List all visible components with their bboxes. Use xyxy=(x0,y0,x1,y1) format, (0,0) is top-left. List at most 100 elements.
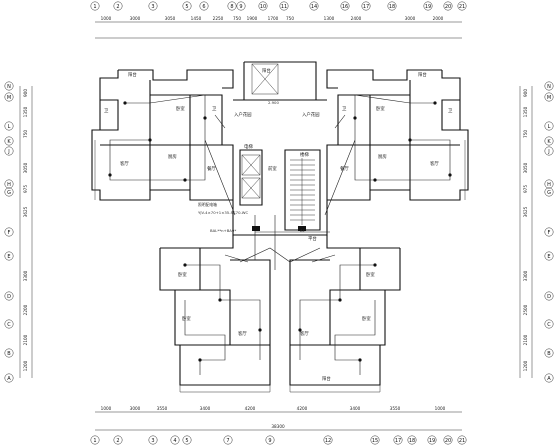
dim-top: 750 xyxy=(233,16,241,21)
dim-left: 3050 xyxy=(23,162,28,173)
svg-text:14: 14 xyxy=(311,4,317,10)
svg-text:9: 9 xyxy=(268,438,271,444)
svg-text:C: C xyxy=(547,322,551,328)
svg-text:12: 12 xyxy=(325,438,331,444)
axis-bubble-left: N xyxy=(4,81,14,91)
dim-left: 975 xyxy=(23,185,28,193)
room-label: 厨房 xyxy=(168,153,177,160)
dim-bottom: 3000 xyxy=(130,406,141,411)
room-label: 客厅 xyxy=(120,160,129,167)
svg-text:20: 20 xyxy=(445,438,451,444)
axis-bubble-left: F xyxy=(4,227,14,237)
axis-bubble-left: A xyxy=(4,373,14,383)
dim-top: 1300 xyxy=(324,16,335,21)
axis-bubble-bottom: 5 xyxy=(182,435,192,445)
axis-bubble-right: L xyxy=(544,121,554,131)
dim-left: 3300 xyxy=(23,270,28,281)
room-label: 卧室 xyxy=(176,105,185,112)
room-label: 前室 xyxy=(268,165,277,172)
axis-bubble-left: K xyxy=(4,136,14,146)
dim-left: 1200 xyxy=(23,360,28,371)
axis-bubble-right: M xyxy=(544,92,554,102)
svg-text:2: 2 xyxy=(116,4,119,10)
svg-text:B: B xyxy=(547,351,551,357)
dim-left: 750 xyxy=(23,130,28,138)
svg-text:F: F xyxy=(8,230,11,236)
axis-bubble-left: J xyxy=(4,146,14,156)
svg-text:K: K xyxy=(547,139,551,145)
axis-bubble-bottom: 18 xyxy=(407,435,417,445)
dim-right: 750 xyxy=(523,130,528,138)
room-label: 卧室 xyxy=(366,271,375,278)
axis-top: 1 2 3 5 6 8 9 10 11 14 16 17 18 19 20 21… xyxy=(90,1,467,39)
dim-top: 2400 xyxy=(351,16,362,21)
dim-right: 3050 xyxy=(523,162,528,173)
axis-bubble-top: 6 xyxy=(199,1,209,11)
dim-left: 2100 xyxy=(23,334,28,345)
axis-bubble-bottom: 21 xyxy=(457,435,467,445)
svg-text:6: 6 xyxy=(202,4,205,10)
svg-text:3: 3 xyxy=(151,4,154,10)
room-label: 餐厅 xyxy=(340,165,349,172)
axis-bubble-top: 5 xyxy=(182,1,192,11)
svg-text:4: 4 xyxy=(173,438,176,444)
dim-bottom: 1000 xyxy=(101,406,112,411)
axis-bubble-top: 21 xyxy=(457,1,467,11)
dim-bottom: 4200 xyxy=(297,406,308,411)
room-label: 阳台 xyxy=(262,67,271,74)
svg-text:N: N xyxy=(547,84,551,90)
axis-bubble-top: 8 xyxy=(227,1,237,11)
svg-text:J: J xyxy=(7,149,9,155)
dim-left: 900 xyxy=(23,89,28,97)
svg-text:16: 16 xyxy=(342,4,348,10)
svg-text:F: F xyxy=(548,230,551,236)
axis-bubble-right: C xyxy=(544,319,554,329)
dim-left: 2200 xyxy=(23,304,28,315)
axis-bubble-bottom: 20 xyxy=(443,435,453,445)
svg-text:E: E xyxy=(547,254,550,260)
dim-left: 3625 xyxy=(23,206,28,217)
svg-text:15: 15 xyxy=(372,438,378,444)
axis-bubble-top: 16 xyxy=(340,1,350,11)
svg-text:21: 21 xyxy=(459,438,465,444)
svg-text:17: 17 xyxy=(395,438,401,444)
svg-text:J: J xyxy=(547,149,549,155)
dim-top: 750 xyxy=(286,16,294,21)
axis-bubble-left: G xyxy=(4,187,14,197)
axis-bubble-right: N xyxy=(544,81,554,91)
meter-box-label: AL xyxy=(300,228,306,233)
fixtures xyxy=(108,101,452,362)
axis-bubble-bottom: 1 xyxy=(90,435,100,445)
svg-text:10: 10 xyxy=(260,4,266,10)
level-mark: 2.900 xyxy=(268,100,279,105)
room-label: 客厅 xyxy=(300,330,309,337)
axis-bubble-right: K xyxy=(544,136,554,146)
svg-text:9: 9 xyxy=(239,4,242,10)
dim-top: 3050 xyxy=(165,16,176,21)
dim-right: 975 xyxy=(523,185,528,193)
room-label: 电梯 xyxy=(244,143,253,150)
axis-bubble-bottom: 17 xyxy=(393,435,403,445)
dim-right: 3625 xyxy=(523,206,528,217)
svg-text:M: M xyxy=(547,95,551,101)
svg-text:C: C xyxy=(7,322,11,328)
dim-top: 1000 xyxy=(101,16,112,21)
dim-top: 3000 xyxy=(130,16,141,21)
room-label: 楼梯 xyxy=(300,151,309,158)
meter-box-label: BAL**n+BA9* xyxy=(210,228,236,233)
dim-top: 1450 xyxy=(191,16,202,21)
svg-text:G: G xyxy=(7,190,11,196)
svg-text:5: 5 xyxy=(185,4,188,10)
axis-bubble-top: 2 xyxy=(113,1,123,11)
room-label: 卧室 xyxy=(376,105,385,112)
svg-text:M: M xyxy=(7,95,11,101)
axis-bubble-top: 17 xyxy=(361,1,371,11)
dim-right: 900 xyxy=(523,89,528,97)
axis-bottom: 1000 3000 3550 3400 4200 4200 3400 3550 … xyxy=(90,406,467,445)
axis-bubble-bottom: 7 xyxy=(223,435,233,445)
svg-text:H: H xyxy=(547,182,551,188)
dim-top: 2250 xyxy=(213,16,224,21)
axis-right: N M L K J H G F E D C B A 900 1350 750 3… xyxy=(519,81,554,383)
dim-bottom: 3400 xyxy=(350,406,361,411)
